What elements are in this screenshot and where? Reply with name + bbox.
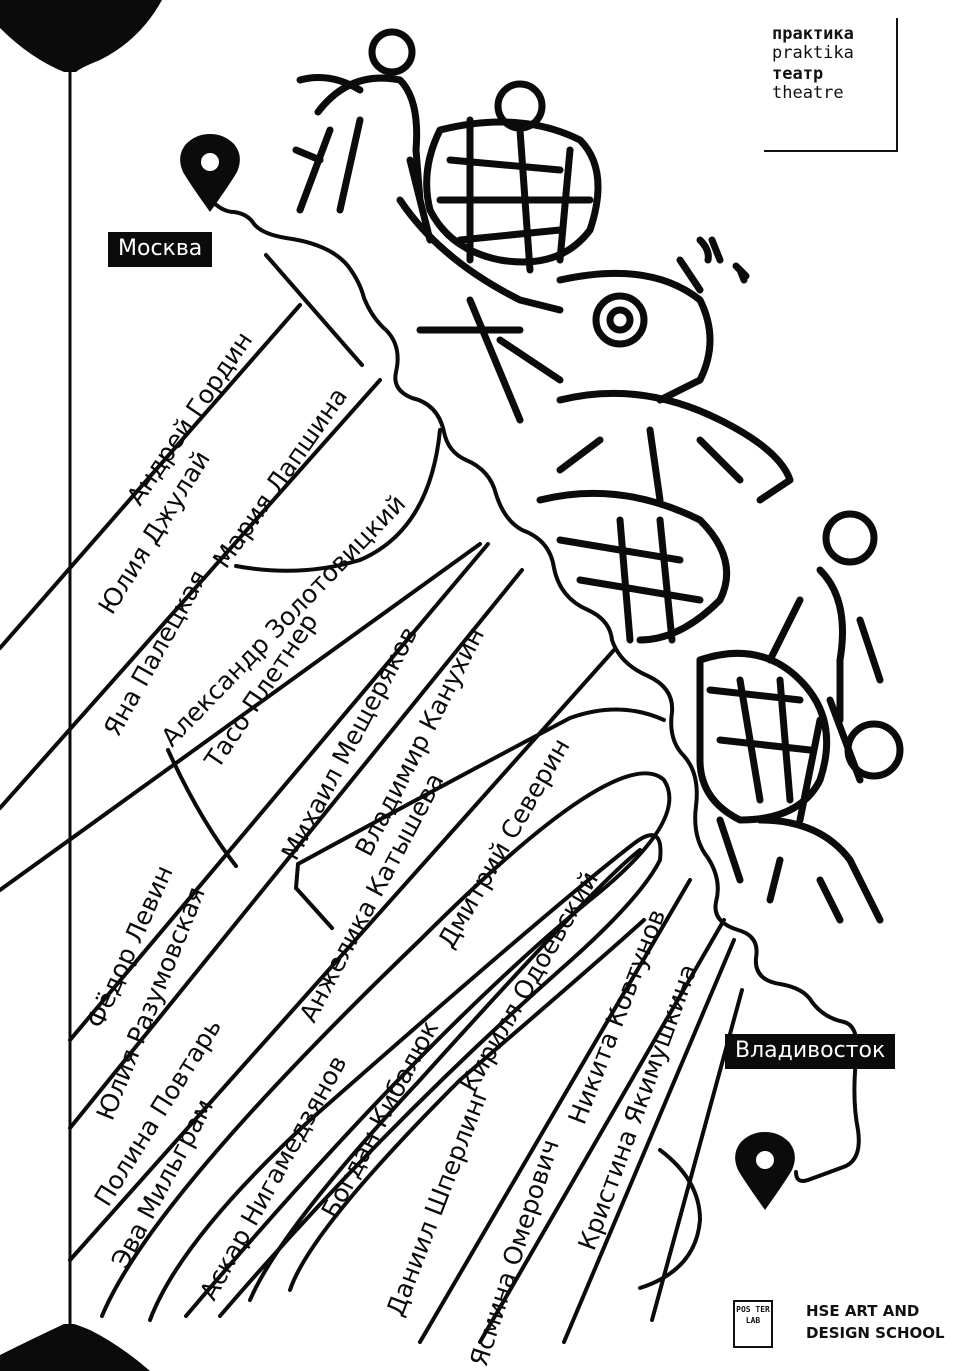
logo-line: praktika xyxy=(772,43,854,63)
names-group: Андрей Гордин Юлия Джулай Мария Лапшина … xyxy=(81,326,703,1370)
frame-bottom-curve xyxy=(0,1324,150,1371)
name-label: Ясмина Омерович xyxy=(464,1136,565,1370)
frame-top-curve xyxy=(0,0,162,72)
logo-line: практика xyxy=(772,24,854,44)
logo-line: theatre xyxy=(772,83,844,103)
branch-lines xyxy=(0,253,744,1344)
hse-logo: HSE ART AND DESIGN SCHOOL xyxy=(806,1302,945,1342)
route-line xyxy=(212,201,861,1183)
theatre-logo: практика praktika театр theatre xyxy=(764,18,898,152)
name-label: Даниил Шперлинг xyxy=(381,1082,495,1320)
city-label-start: Москва xyxy=(108,232,213,267)
location-pin-icon xyxy=(735,1132,795,1210)
logo-line: театр xyxy=(772,64,824,84)
posterlab-logo: POS TER LAB xyxy=(733,1300,773,1348)
name-label: Мария Лапшина xyxy=(207,382,353,573)
city-label-end: Владивосток xyxy=(725,1034,896,1069)
crowd-drawing xyxy=(292,28,904,924)
location-pin-icon xyxy=(180,134,240,212)
